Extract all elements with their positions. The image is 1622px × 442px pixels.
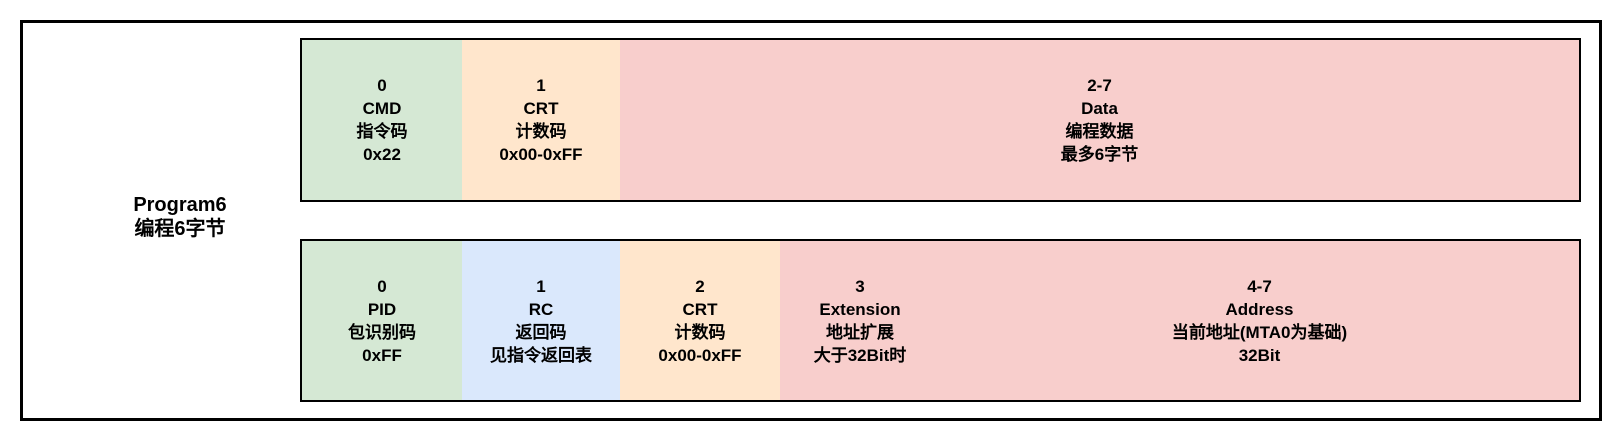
field-cell-address-text: 4-7 Address 当前地址(MTA0为基础) 32Bit [1171, 276, 1348, 365]
command-frame-row: 0 CMD 指令码 0x22 1 CRT 计数码 0x00-0xFF 2-7 D… [300, 38, 1581, 202]
diagram-label-line2: 编程6字节 [134, 218, 226, 240]
field-cell-extension: 3 Extension 地址扩展 大于32Bit时 [780, 241, 940, 400]
field-cell-extension-text: 3 Extension 地址扩展 大于32Bit时 [813, 276, 907, 365]
field-cell-pid-text: 0 PID 包识别码 0xFF [348, 276, 416, 365]
diagram-label: Program6 编程6字节 [40, 193, 320, 241]
diagram-label-line1: Program6 [133, 194, 227, 216]
field-cell-rc-text: 1 RC 返回码 见指令返回表 [490, 276, 592, 365]
field-cell-cmd-text: 0 CMD 指令码 0x22 [356, 76, 408, 164]
field-cell-address: 4-7 Address 当前地址(MTA0为基础) 32Bit [940, 241, 1579, 400]
response-frame-row: 0 PID 包识别码 0xFF 1 RC 返回码 见指令返回表 2 CRT 计数… [300, 239, 1581, 402]
field-cell-crt: 1 CRT 计数码 0x00-0xFF [462, 40, 620, 200]
field-cell-pid: 0 PID 包识别码 0xFF [302, 241, 462, 400]
field-cell-cmd: 0 CMD 指令码 0x22 [302, 40, 462, 200]
field-cell-crt-response-text: 2 CRT 计数码 0x00-0xFF [658, 276, 742, 365]
field-cell-data: 2-7 Data 编程数据 最多6字节 [620, 40, 1579, 200]
field-cell-crt-text: 1 CRT 计数码 0x00-0xFF [499, 76, 583, 164]
field-cell-rc: 1 RC 返回码 见指令返回表 [462, 241, 620, 400]
field-cell-data-text: 2-7 Data 编程数据 最多6字节 [1060, 76, 1139, 164]
field-cell-crt-response: 2 CRT 计数码 0x00-0xFF [620, 241, 780, 400]
